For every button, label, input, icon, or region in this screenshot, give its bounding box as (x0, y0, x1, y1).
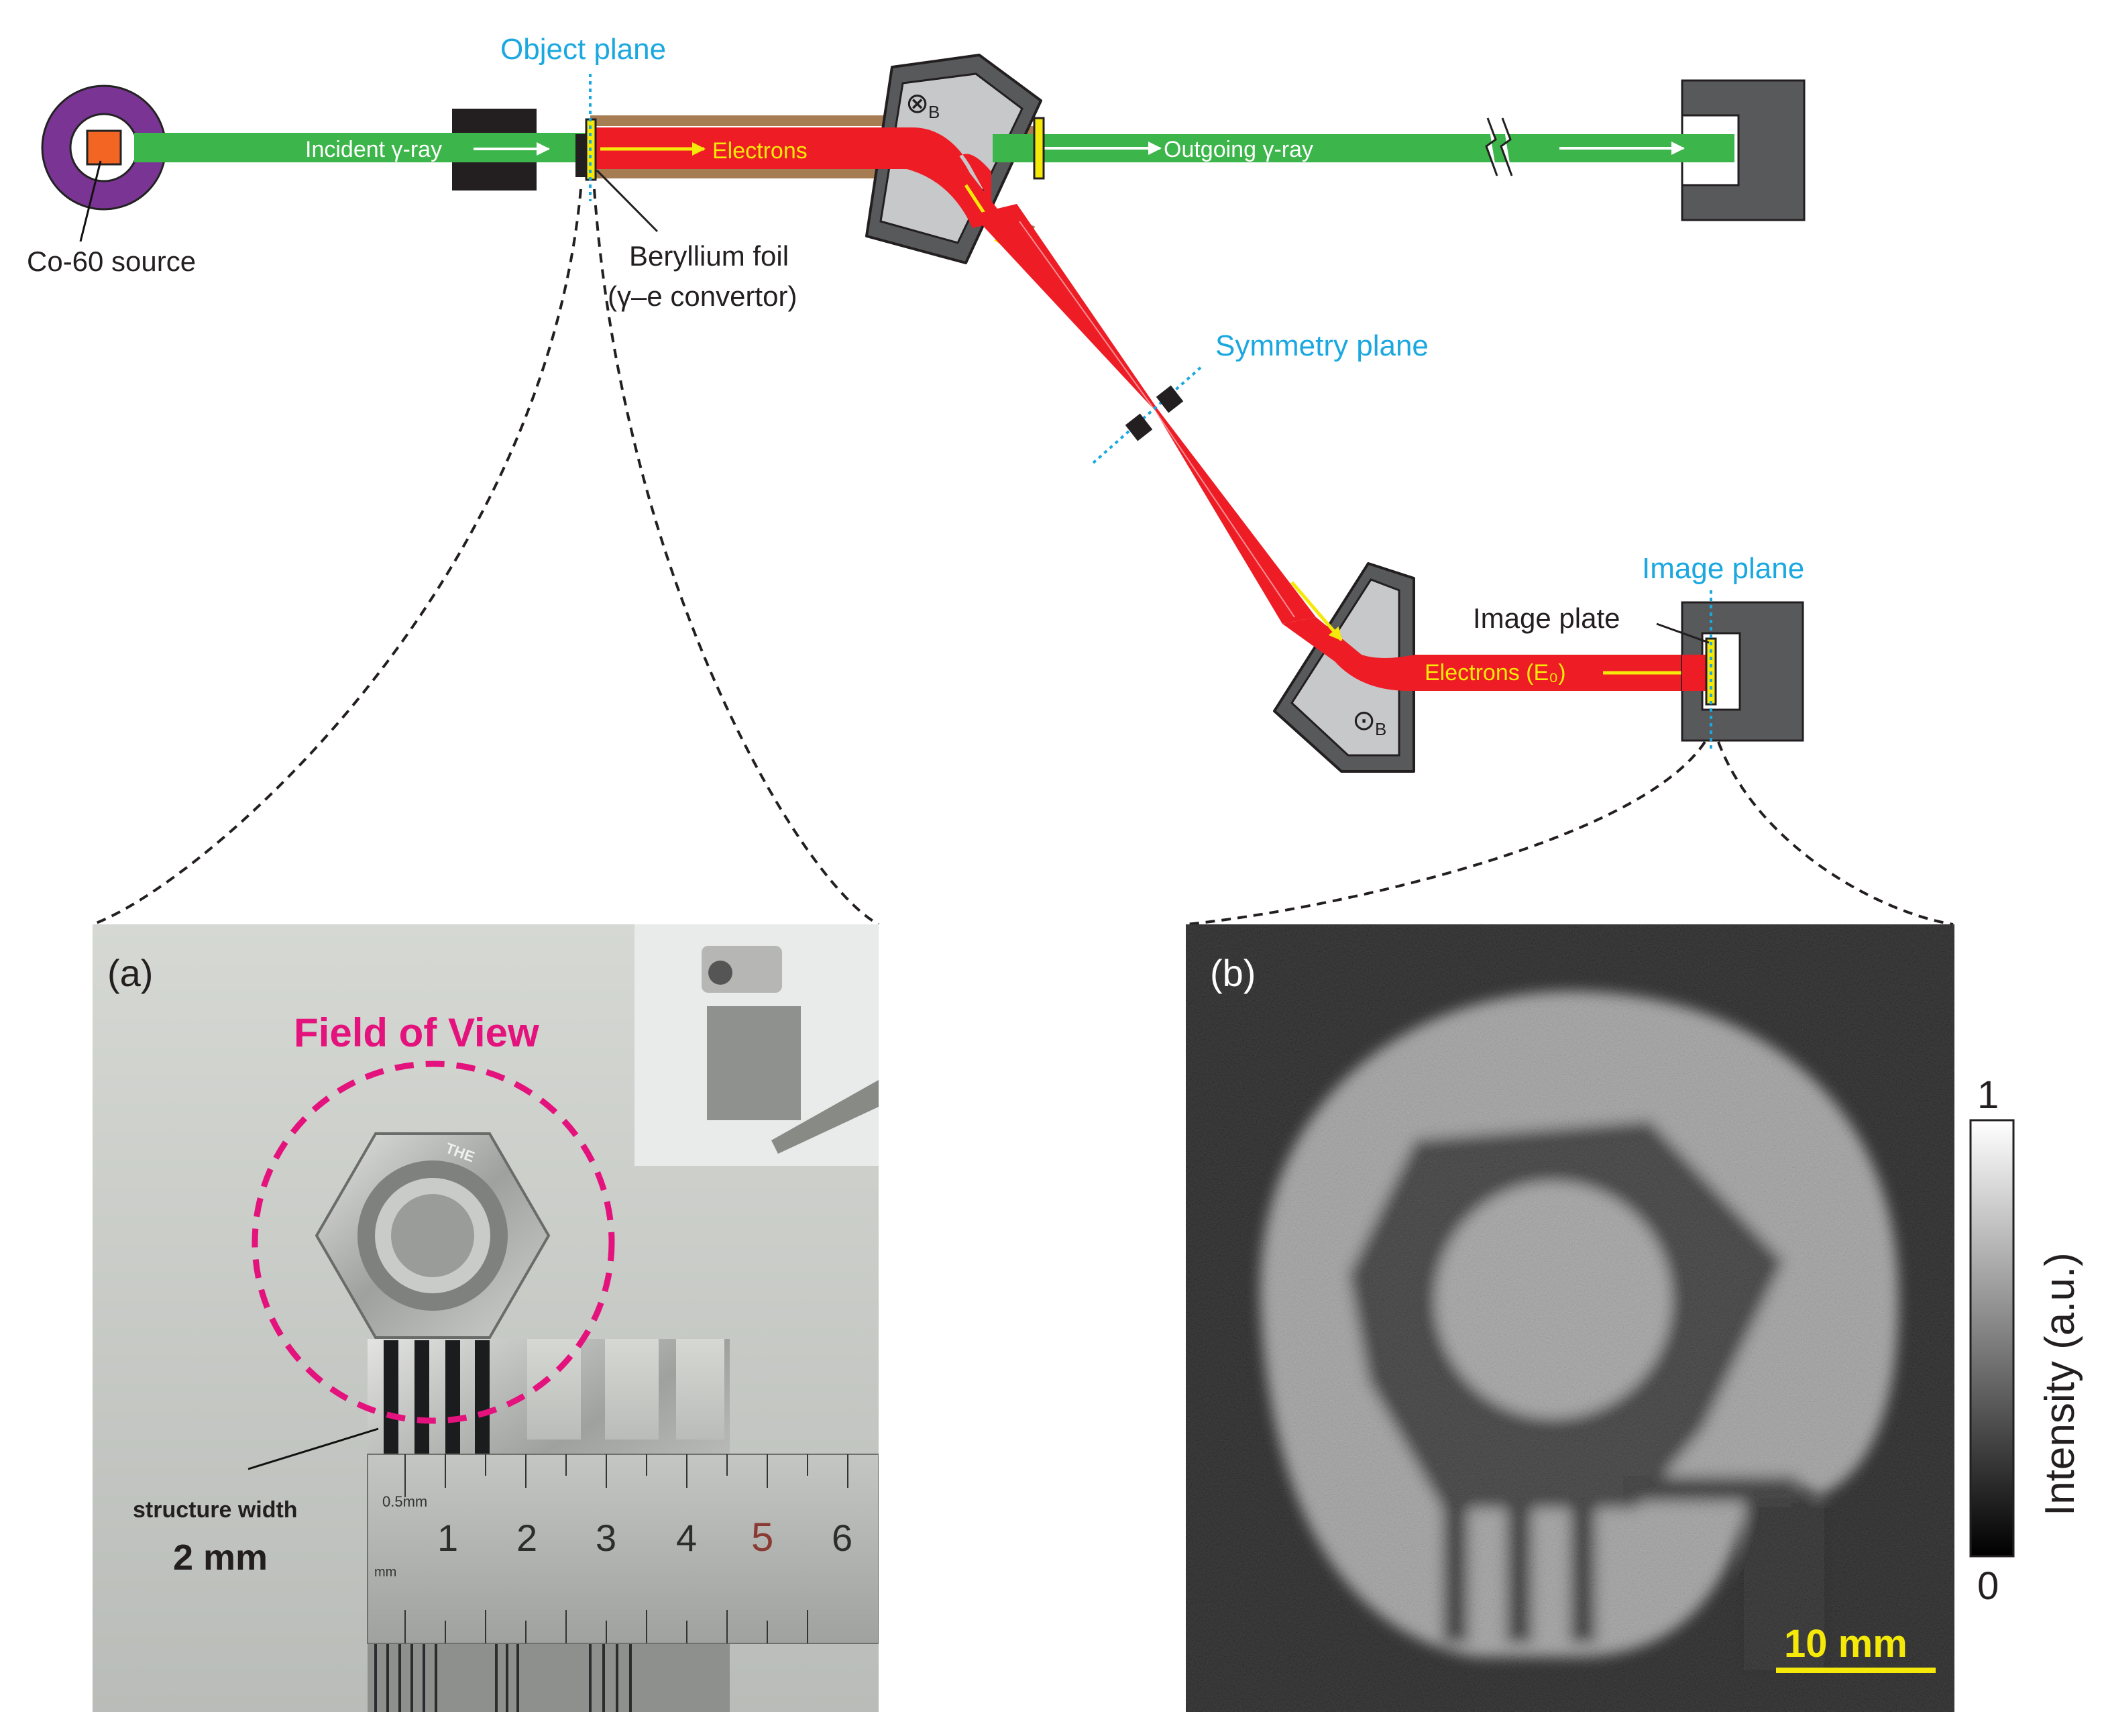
panel-b-label: (b) (1210, 952, 1256, 994)
ruler-ticks (404, 1454, 848, 1643)
beam-break-icon (1485, 117, 1513, 176)
ruler (367, 1454, 879, 1644)
exit-window (1033, 117, 1045, 180)
magnet-2-field-subscript: B (1375, 719, 1386, 739)
foil-leader (596, 169, 659, 233)
image-plane-label: Image plane (1642, 552, 1804, 585)
colorbar (1969, 1119, 2015, 1558)
ruler-number-3: 3 (596, 1517, 616, 1559)
magnet-2-field-symbol: ⊙ (1352, 704, 1376, 736)
structure-width-label: structure width (133, 1497, 298, 1523)
beamline: Incident γ-ray Co-60 source ⊗ B Outgoing… (27, 33, 1806, 773)
field-of-view-label: Field of View (294, 1010, 539, 1055)
field-of-view-circle (252, 1061, 615, 1424)
ruler-number-5: 5 (751, 1515, 773, 1560)
source-label: Co-60 source (27, 246, 196, 277)
foil-label-line-2: (γ–e convertor) (608, 280, 797, 312)
object-plane-label: Object plane (500, 33, 666, 66)
image-plate-leader (1656, 622, 1710, 644)
symmetry-aperture-left (1125, 413, 1153, 441)
ruler-number-4: 4 (676, 1517, 697, 1559)
incident-gamma-label: Incident γ-ray (305, 137, 442, 162)
co60-source-core (86, 129, 122, 166)
electrons-label: Electrons (712, 138, 808, 164)
outgoing-gamma-label: Outgoing γ-ray (1164, 137, 1313, 162)
ruler-number-6: 6 (832, 1517, 852, 1559)
structure-width-value: 2 mm (173, 1537, 268, 1578)
electron-beam-diagonal (973, 204, 1316, 624)
electrons-e0-label: Electrons (E₀) (1425, 660, 1566, 686)
panel-a-label: (a) (107, 952, 153, 994)
ruler-number-1: 1 (437, 1517, 458, 1559)
magnet-1-field-symbol: ⊗ (905, 87, 929, 119)
colorbar-title: Intensity (a.u.) (2037, 1252, 2083, 1516)
scalebar-label: 10 mm (1784, 1622, 1907, 1666)
source-leader (79, 160, 102, 242)
foil-label-line-1: Beryllium foil (629, 240, 789, 272)
zoom-connectors (92, 188, 1954, 926)
ruler-number-2: 2 (516, 1517, 537, 1559)
symmetry-aperture-right (1156, 385, 1184, 413)
structure-width-leader (247, 1427, 379, 1470)
colorbar-max: 1 (1977, 1073, 1999, 1117)
ruler-unit-bottom: mm (374, 1565, 396, 1580)
electron-beam-to-detector (1282, 617, 1709, 691)
panel-a-photo: THE 0.5mm mm 1 2 3 4 5 6 (93, 924, 879, 1712)
panel-b-image (1186, 924, 1954, 1712)
symmetry-plane-label: Symmetry plane (1215, 329, 1429, 362)
colorbar-min: 0 (1977, 1564, 1999, 1608)
magnet-1-field-subscript: B (928, 102, 940, 122)
image-plate-label: Image plate (1473, 602, 1620, 634)
ruler-unit-top: 0.5mm (382, 1493, 427, 1510)
electron-arrow-3 (1290, 581, 1343, 641)
symmetry-plane-line (1092, 366, 1202, 464)
